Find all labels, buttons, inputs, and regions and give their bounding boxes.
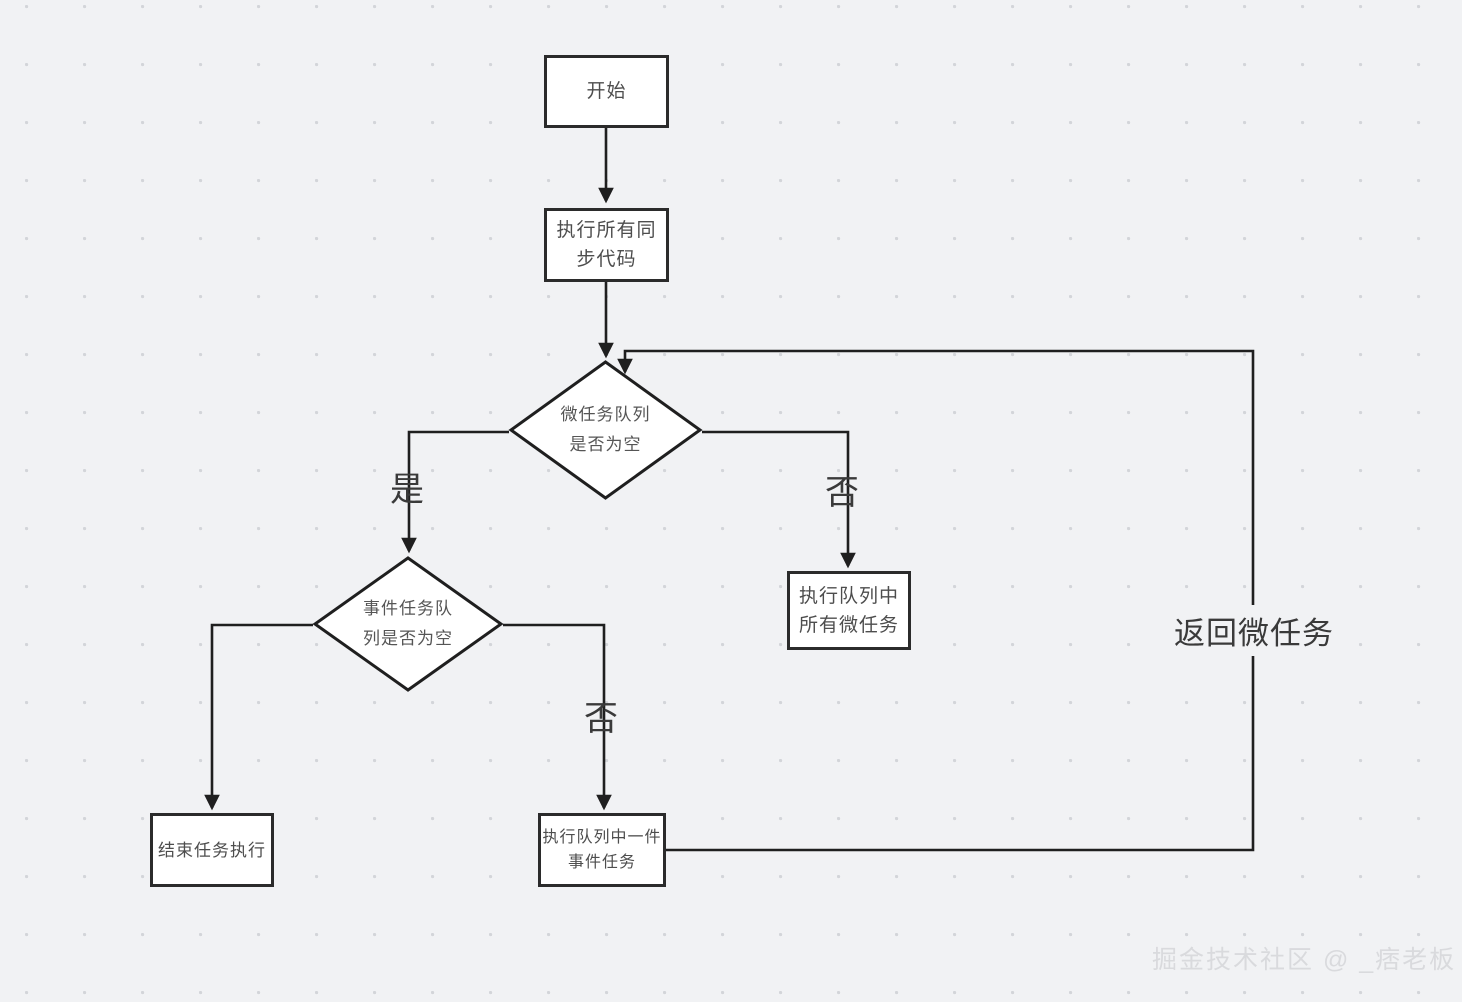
diamond-shape-microtask	[508, 360, 703, 500]
node-execute-sync-code-label: 执行所有同 步代码	[556, 220, 657, 270]
edge-label-return-microtasks: 返回微任务	[1168, 605, 1340, 656]
node-run-one-event-task-label: 执行队列中一件 事件任务	[542, 829, 662, 871]
node-end-task-execution[interactable]: 结束任务执行	[150, 813, 274, 887]
node-microtask-queue-empty-label: 微任务队列 是否为空	[560, 405, 651, 454]
node-microtask-queue-empty-decision[interactable]: 微任务队列 是否为空	[508, 360, 703, 500]
node-start[interactable]: 开始	[544, 55, 669, 128]
node-run-one-event-task[interactable]: 执行队列中一件 事件任务	[538, 813, 666, 887]
node-execute-sync-code[interactable]: 执行所有同 步代码	[544, 208, 669, 282]
edge-label-micro-no: 否	[825, 474, 860, 512]
node-run-all-microtasks[interactable]: 执行队列中 所有微任务	[787, 571, 911, 650]
node-end-task-execution-label: 结束任务执行	[158, 840, 266, 860]
node-start-label: 开始	[586, 81, 627, 102]
diamond-shape-event-queue	[312, 556, 504, 692]
edge-return-microtasks	[617, 349, 1255, 852]
edge-macro-yes	[204, 623, 313, 811]
node-event-queue-empty-decision[interactable]: 事件任务队 列是否为空	[312, 556, 504, 692]
edge-label-macro-no: 否	[584, 700, 619, 738]
node-run-all-microtasks-label: 执行队列中 所有微任务	[798, 585, 899, 636]
edge-label-micro-yes: 是	[390, 471, 425, 509]
watermark-text: 掘金技术社区 @ _痞老板	[1152, 946, 1457, 974]
node-event-queue-empty-label: 事件任务队 列是否为空	[363, 599, 453, 648]
